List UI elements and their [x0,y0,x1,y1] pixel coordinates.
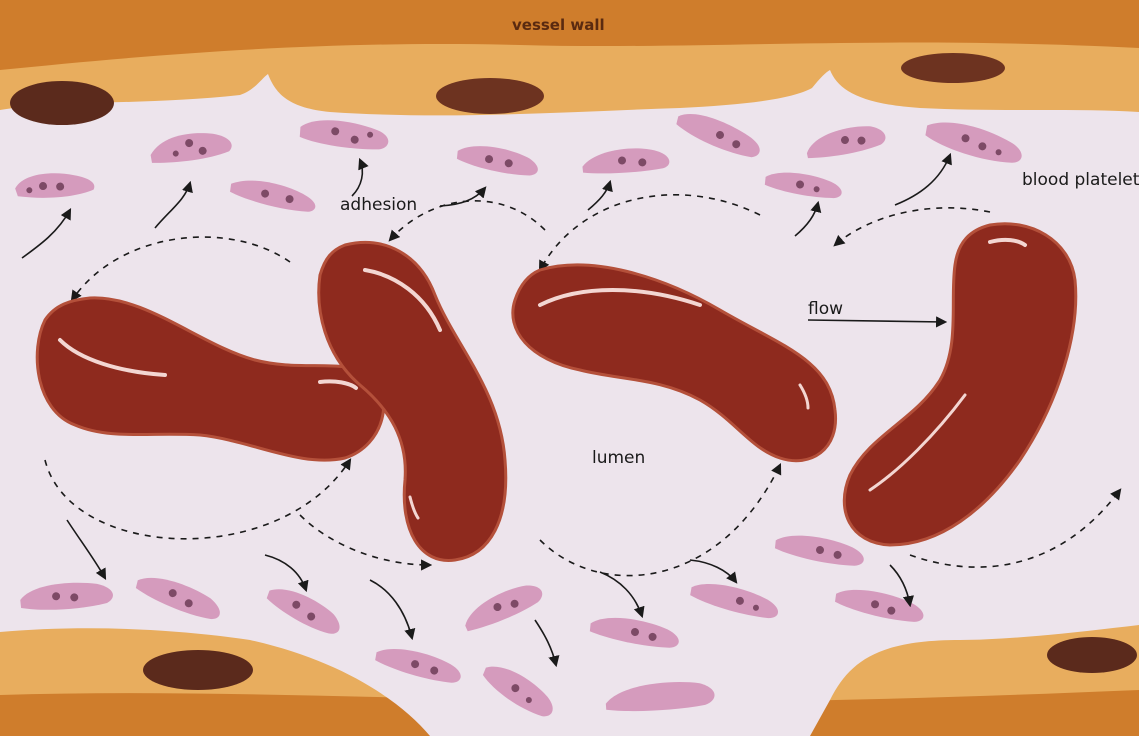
wall-nucleus-3 [901,53,1005,83]
wall-nucleus-2 [436,78,544,114]
wall-nucleus-1 [10,81,114,125]
adhesion-label: adhesion [340,195,417,215]
flow-label: flow [808,299,843,319]
blood-platelet-label: blood platelet [1022,170,1139,190]
wall-nucleus-4 [143,650,253,690]
vessel-wall-label: vessel wall [512,16,605,34]
lumen-label: lumen [592,448,645,468]
wall-nucleus-5 [1047,637,1137,673]
